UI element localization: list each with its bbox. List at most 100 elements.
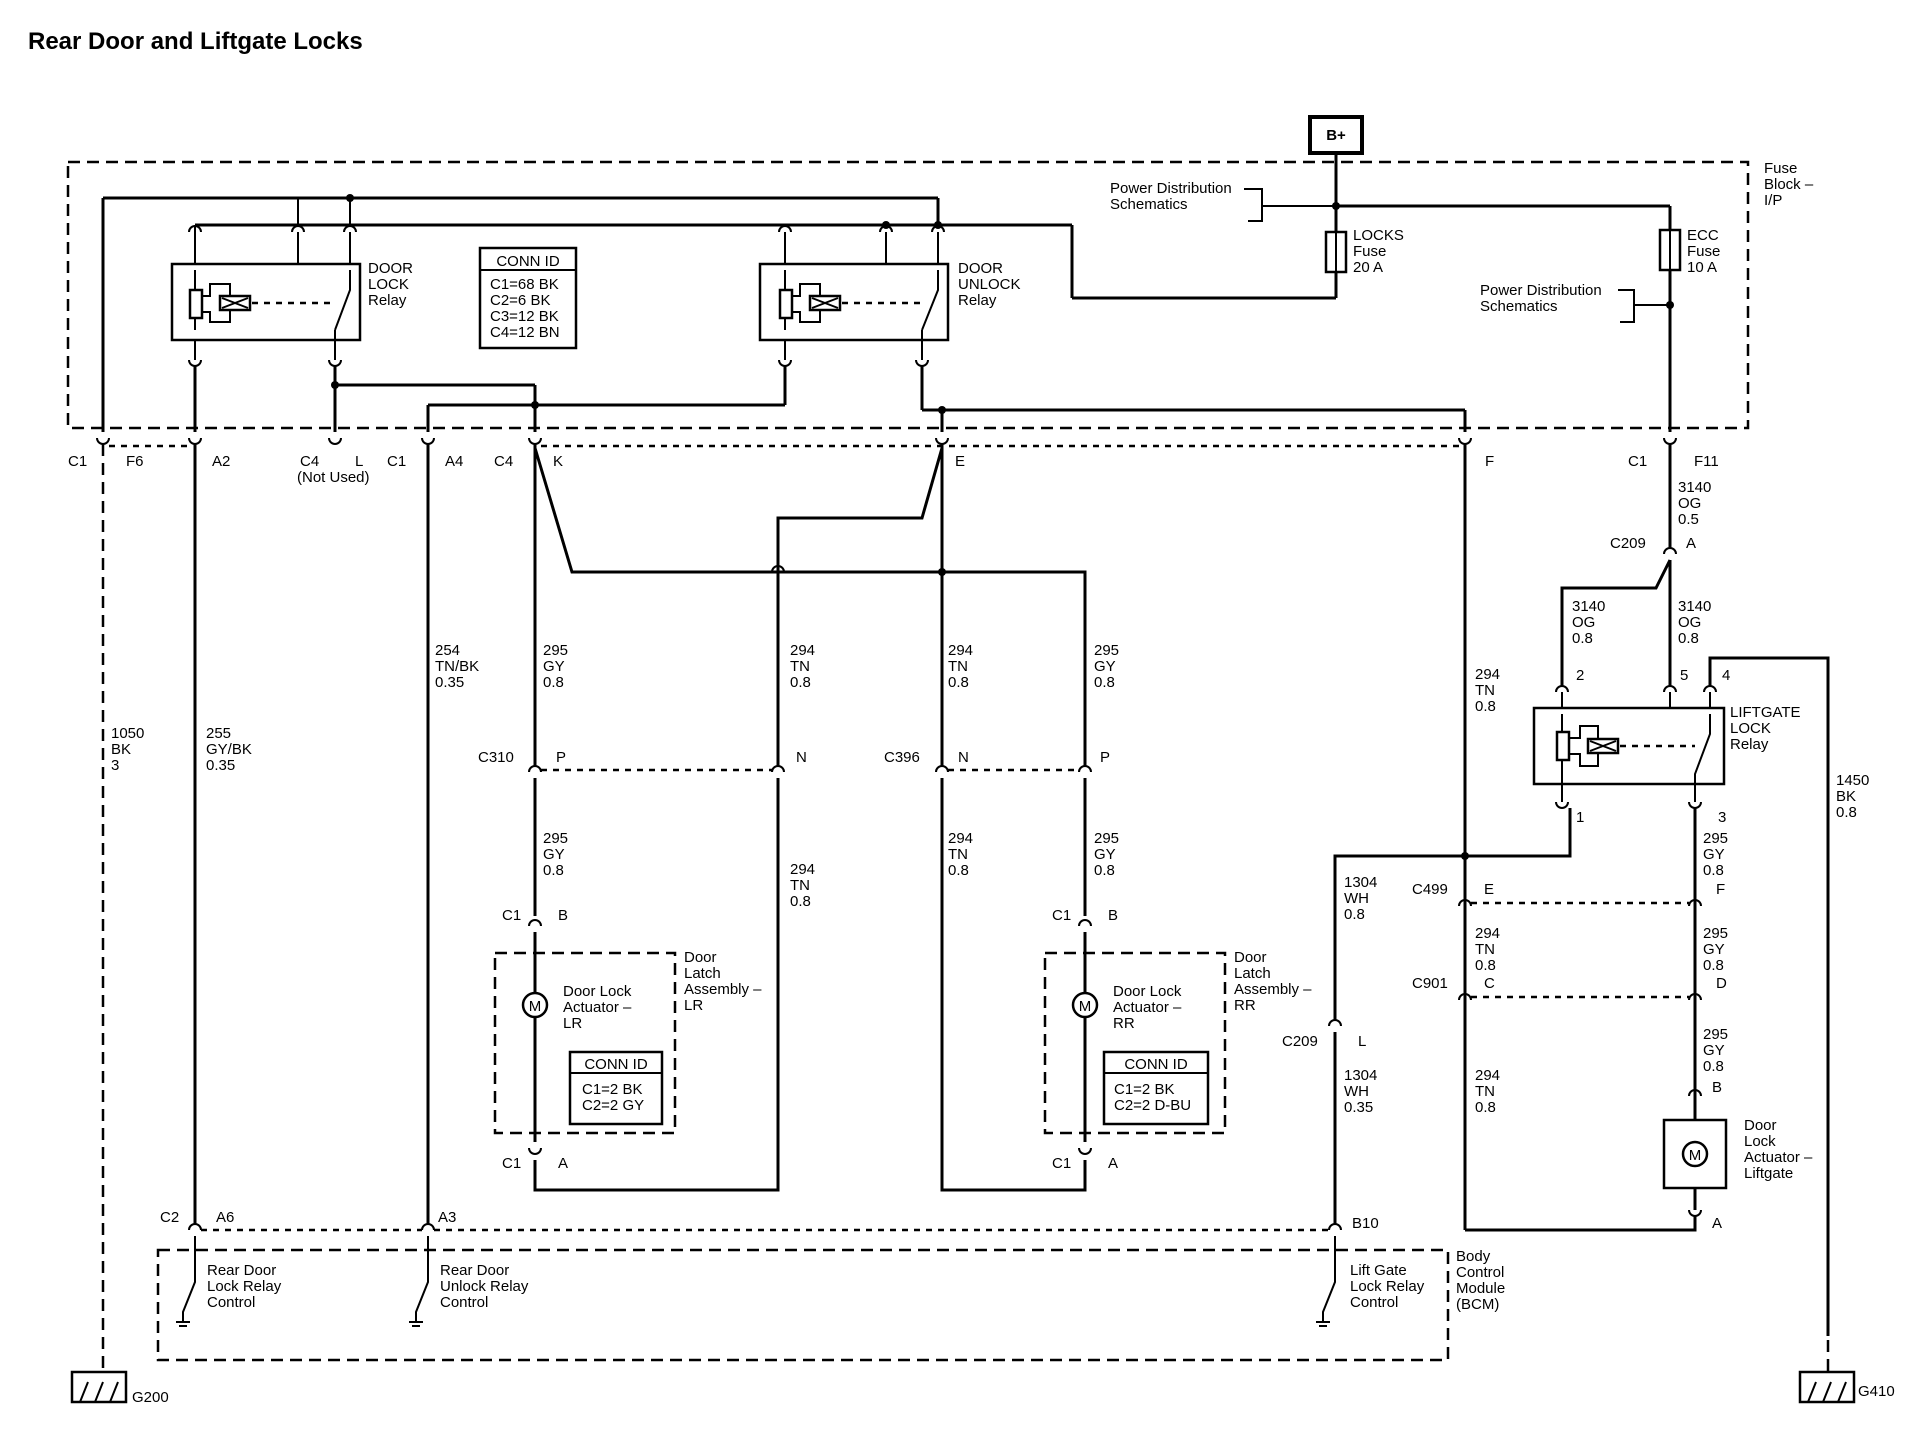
svg-text:Actuator –: Actuator –	[563, 999, 632, 1016]
svg-text:3140: 3140	[1678, 479, 1711, 496]
svg-text:0.8: 0.8	[543, 862, 564, 879]
fuse-block-pin-labels: C1 F6 A2 C4 L (Not Used) C1 A4 C4 K E F …	[68, 453, 1719, 486]
svg-text:RR: RR	[1113, 1015, 1135, 1032]
svg-text:Rear Door: Rear Door	[440, 1262, 509, 1279]
svg-text:LOCK: LOCK	[368, 276, 409, 293]
svg-text:0.8: 0.8	[1703, 1058, 1724, 1075]
svg-text:294: 294	[948, 642, 973, 659]
svg-text:A: A	[1108, 1155, 1118, 1172]
svg-text:0.8: 0.8	[1572, 630, 1593, 647]
svg-text:C2: C2	[160, 1209, 179, 1226]
svg-text:1: 1	[1576, 809, 1584, 826]
svg-text:UNLOCK: UNLOCK	[958, 276, 1021, 293]
svg-text:A4: A4	[445, 453, 463, 470]
liftgate-relay-coil	[1555, 730, 1571, 762]
svg-text:3: 3	[1718, 809, 1726, 826]
svg-text:DOOR: DOOR	[958, 260, 1003, 277]
svg-text:Relay: Relay	[368, 292, 407, 309]
svg-text:1304: 1304	[1344, 1067, 1377, 1084]
svg-text:F: F	[1716, 881, 1725, 898]
wire-label-294g: 294 TN 0.8	[1475, 925, 1500, 974]
svg-text:BK: BK	[1836, 788, 1856, 805]
conn-id-fuse-block: CONN ID C1=68 BK C2=6 BK C3=12 BK C4=12 …	[478, 246, 578, 350]
svg-text:0.8: 0.8	[1344, 906, 1365, 923]
svg-text:E: E	[955, 453, 965, 470]
wire-294-rr-return	[940, 778, 1087, 1192]
lr-motor	[521, 991, 549, 1019]
connector-c499: C499 E F	[1412, 881, 1725, 907]
svg-text:GY: GY	[543, 658, 565, 675]
svg-text:GY: GY	[1703, 846, 1725, 863]
svg-text:CONN ID: CONN ID	[1124, 1056, 1188, 1073]
svg-text:WH: WH	[1344, 890, 1369, 907]
svg-text:C4=12 BN: C4=12 BN	[490, 324, 560, 341]
svg-text:C4: C4	[494, 453, 513, 470]
wire-label-294f: 294 TN 0.8	[1475, 666, 1500, 715]
wire-294-e-cross	[776, 447, 944, 766]
svg-text:OG: OG	[1678, 614, 1701, 631]
svg-text:C209: C209	[1610, 535, 1646, 552]
door-lock-relay-label: DOOR LOCK Relay	[368, 260, 413, 309]
svg-text:Door Lock: Door Lock	[1113, 983, 1182, 1000]
svg-text:Module: Module	[1456, 1280, 1505, 1297]
svg-text:Schematics: Schematics	[1480, 298, 1558, 315]
svg-text:A: A	[558, 1155, 568, 1172]
svg-text:A: A	[1712, 1215, 1722, 1232]
svg-text:Latch: Latch	[1234, 965, 1271, 982]
svg-text:Door: Door	[1744, 1117, 1777, 1134]
svg-text:A2: A2	[212, 453, 230, 470]
door-unlock-relay-coil	[778, 288, 794, 320]
ground-g200: G200	[70, 1370, 169, 1406]
svg-text:LR: LR	[684, 997, 703, 1014]
svg-text:Control: Control	[440, 1294, 488, 1311]
svg-text:D: D	[1716, 975, 1727, 992]
svg-text:0.8: 0.8	[1475, 698, 1496, 715]
power-distribution-ref-2: Power Distribution Schematics	[1480, 282, 1602, 315]
svg-text:B10: B10	[1352, 1215, 1379, 1232]
bcm-connectors: C2 A6 A3 B10	[160, 1209, 1379, 1232]
svg-text:C4: C4	[300, 453, 319, 470]
svg-text:Fuse: Fuse	[1764, 160, 1797, 177]
svg-text:Assembly –: Assembly –	[684, 981, 762, 998]
svg-text:295: 295	[1094, 830, 1119, 847]
wire-label-294h: 294 TN 0.8	[1475, 1067, 1500, 1116]
svg-text:GY: GY	[1094, 846, 1116, 863]
bcm-rear-door-unlock-switch: Rear Door Unlock Relay Control	[409, 1236, 529, 1327]
svg-text:3: 3	[111, 757, 119, 774]
svg-text:Control: Control	[1456, 1264, 1504, 1281]
svg-text:Door Lock: Door Lock	[563, 983, 632, 1000]
svg-text:Door: Door	[1234, 949, 1267, 966]
svg-text:0.35: 0.35	[435, 674, 464, 691]
svg-text:K: K	[553, 453, 563, 470]
body-control-module	[156, 1248, 1450, 1362]
svg-text:0.35: 0.35	[206, 757, 235, 774]
svg-text:294: 294	[1475, 1067, 1500, 1084]
svg-text:F: F	[1485, 453, 1494, 470]
svg-text:Door: Door	[684, 949, 717, 966]
wire-3140-relay-2	[1560, 559, 1672, 686]
svg-text:TN: TN	[790, 877, 810, 894]
svg-text:C901: C901	[1412, 975, 1448, 992]
svg-text:B: B	[558, 907, 568, 924]
svg-text:Fuse: Fuse	[1353, 243, 1386, 260]
door-lock-relay-coil	[188, 288, 204, 320]
wire-294-lr-return	[533, 778, 780, 1192]
wire-1450	[1708, 656, 1830, 1336]
svg-text:GY: GY	[1094, 658, 1116, 675]
rr-actuator-label: Door Lock Actuator – RR	[1113, 983, 1182, 1032]
svg-text:GY/BK: GY/BK	[206, 741, 252, 758]
svg-text:Liftgate: Liftgate	[1744, 1165, 1793, 1182]
svg-text:255: 255	[206, 725, 231, 742]
wire-label-295a: 295 GY 0.8	[543, 642, 568, 691]
svg-text:TN: TN	[1475, 941, 1495, 958]
wire-label-3140a: 3140 OG 0.5	[1678, 479, 1711, 528]
svg-text:0.8: 0.8	[1836, 804, 1857, 821]
conn-id-lr: CONN ID C1=2 BK C2=2 GY	[568, 1050, 664, 1126]
svg-text:F6: F6	[126, 453, 144, 470]
svg-text:L: L	[1358, 1033, 1366, 1050]
conn-id-rr: CONN ID C1=2 BK C2=2 D-BU	[1102, 1050, 1210, 1126]
svg-text:TN: TN	[948, 846, 968, 863]
svg-text:Body: Body	[1456, 1248, 1491, 1265]
locks-fuse-label: LOCKS Fuse 20 A	[1353, 227, 1404, 276]
